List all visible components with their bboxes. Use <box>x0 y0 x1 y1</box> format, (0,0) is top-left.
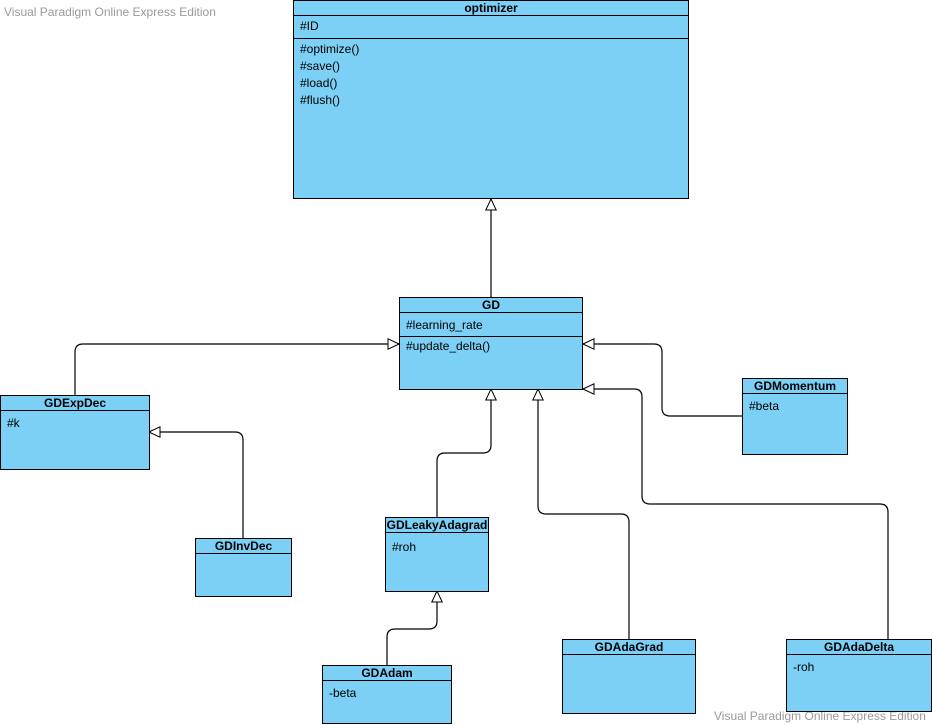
operations-section: #optimize() #save() #load() #flush() <box>294 39 688 111</box>
edge-gdexpdec-gd[interactable] <box>74 344 399 395</box>
operations-section: #update_delta() <box>400 337 582 357</box>
attribute: #ID <box>300 19 319 33</box>
class-optimizer[interactable]: optimizer #ID #optimize() #save() #load(… <box>293 0 689 199</box>
attribute: -beta <box>329 686 357 700</box>
attributes-section: -roh <box>787 655 931 678</box>
class-gdadam[interactable]: GDAdam -beta <box>322 665 452 724</box>
class-gdadadelta[interactable]: GDAdaDelta -roh <box>786 639 932 712</box>
operation: #update_delta() <box>406 339 491 353</box>
watermark-bottom: Visual Paradigm Online Express Edition <box>714 709 926 723</box>
class-name: GDMomentum <box>743 379 847 394</box>
class-gdmomentum[interactable]: GDMomentum #beta <box>742 378 848 455</box>
class-name: GDAdaGrad <box>563 640 695 655</box>
operation: #load() <box>300 76 338 90</box>
operation: #optimize() <box>300 42 360 56</box>
class-name: GDAdam <box>323 666 451 681</box>
attribute: #beta <box>749 399 780 413</box>
attribute: #roh <box>392 540 417 554</box>
class-gdinvdec[interactable]: GDInvDec <box>195 538 292 597</box>
edge-gdadagrad-gd[interactable] <box>538 389 630 639</box>
watermark-top: Visual Paradigm Online Express Edition <box>4 5 216 19</box>
class-name: GD <box>400 298 582 313</box>
class-name: GDInvDec <box>196 539 291 554</box>
operation: #save() <box>300 59 341 73</box>
attributes-section: #roh <box>386 533 488 558</box>
attribute: #learning_rate <box>406 318 483 332</box>
class-name: optimizer <box>294 1 688 16</box>
edge-gdadadelta-gd[interactable] <box>583 389 889 639</box>
attributes-section: #ID <box>294 16 688 39</box>
class-name: GDAdaDelta <box>787 640 931 655</box>
edge-gdleakyadagrad-gd[interactable] <box>436 389 491 517</box>
edge-gdinvdec-gdexpdec[interactable] <box>149 432 244 538</box>
attributes-section: #beta <box>743 394 847 417</box>
class-gdleakyadagrad[interactable]: GDLeakyAdagrad #roh <box>385 517 489 592</box>
attributes-section: -beta <box>323 681 451 704</box>
attribute: -roh <box>793 660 815 674</box>
class-gdadagrad[interactable]: GDAdaGrad <box>562 639 696 714</box>
attribute: #k <box>7 416 20 430</box>
operation: #flush() <box>300 93 341 107</box>
class-name: GDExpDec <box>1 396 149 411</box>
attributes-section: #k <box>1 411 149 434</box>
attributes-section: #learning_rate <box>400 313 582 337</box>
edge-gdadam-gdleakyadagrad[interactable] <box>386 591 437 665</box>
class-gd[interactable]: GD #learning_rate #update_delta() <box>399 297 583 390</box>
edge-gdmomentum-gd[interactable] <box>583 344 742 417</box>
class-name: GDLeakyAdagrad <box>386 518 488 533</box>
class-gdexpdec[interactable]: GDExpDec #k <box>0 395 150 470</box>
